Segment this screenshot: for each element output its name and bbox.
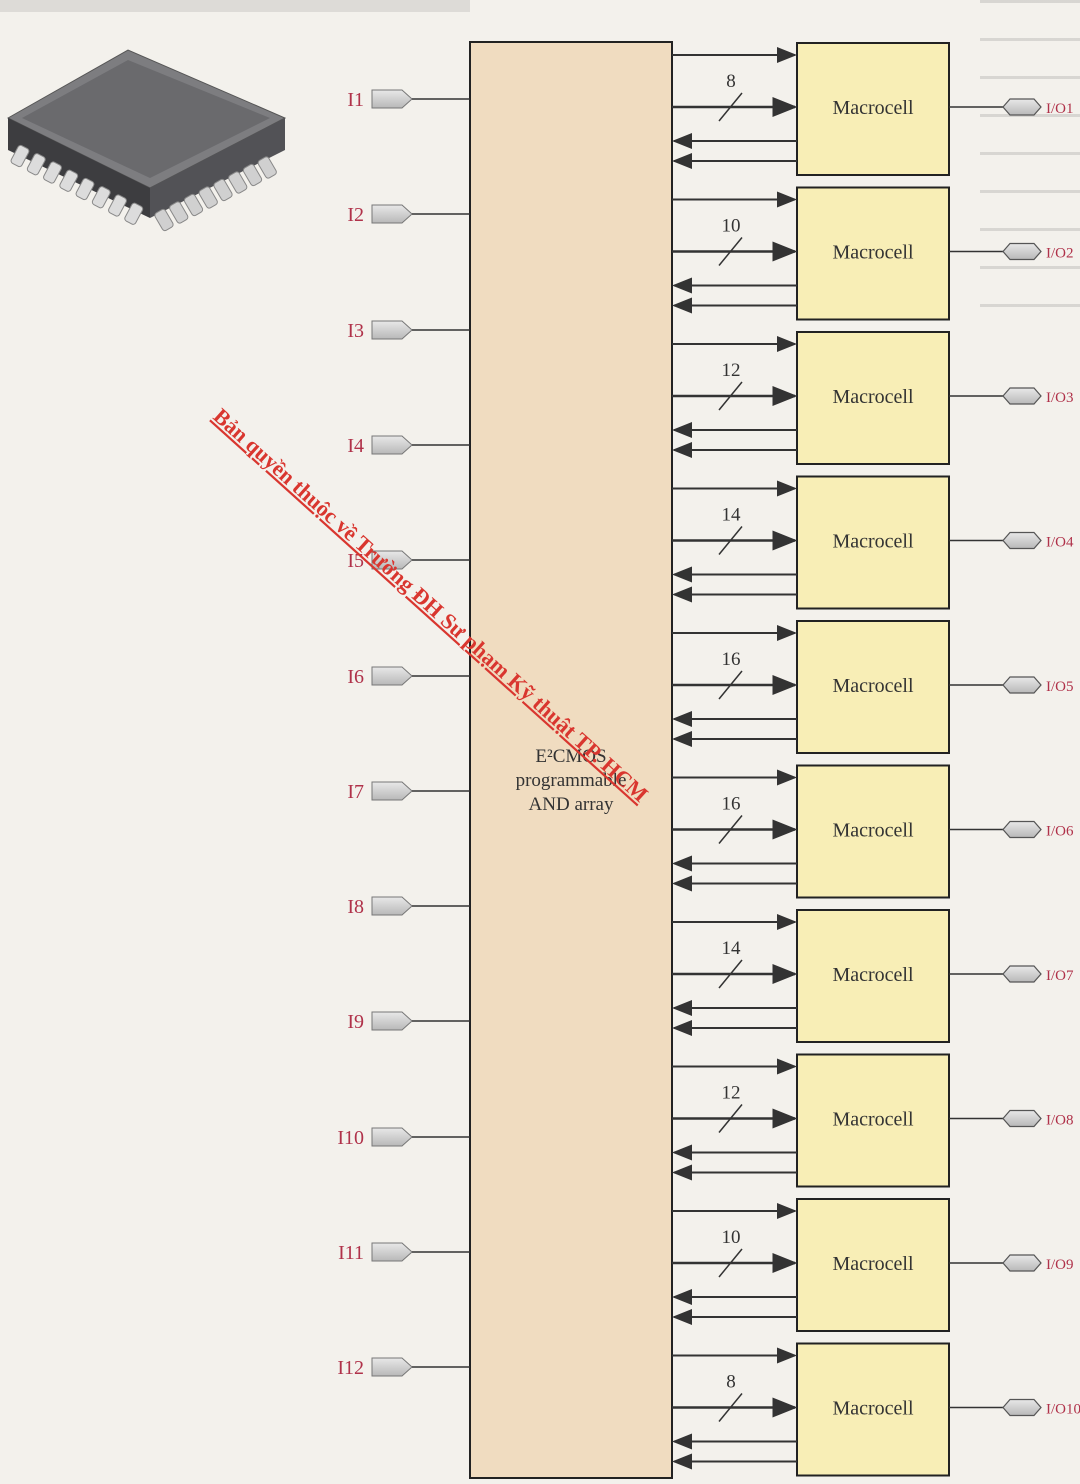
input-pin-label: I8 xyxy=(347,896,364,918)
macrocell-label: Macrocell xyxy=(832,1253,914,1275)
macrocell-label: Macrocell xyxy=(832,97,914,119)
input-pin-icon xyxy=(372,1358,412,1376)
input-pin-icon xyxy=(372,782,412,800)
input-pin-label: I10 xyxy=(337,1127,364,1149)
product-term-count: 8 xyxy=(726,1372,736,1393)
input-pin-icon xyxy=(372,436,412,454)
input-pin-label: I3 xyxy=(347,320,364,342)
io-pin-icon xyxy=(1003,1400,1041,1416)
product-term-count: 12 xyxy=(722,360,741,381)
plcc-chip-icon xyxy=(8,50,285,232)
io-pin-icon xyxy=(1003,1255,1041,1271)
input-pin-icon xyxy=(372,321,412,339)
input-pin-icon xyxy=(372,1243,412,1261)
io-pin-label: I/O1 xyxy=(1046,101,1074,117)
input-pin-label: I9 xyxy=(347,1011,364,1033)
input-pin-label: I12 xyxy=(337,1357,364,1379)
product-term-count: 10 xyxy=(722,1227,741,1248)
io-pin-label: I/O3 xyxy=(1046,390,1074,406)
input-pin-label: I1 xyxy=(347,89,364,111)
io-pin-icon xyxy=(1003,966,1041,982)
input-pin-icon xyxy=(372,667,412,685)
io-pin-icon xyxy=(1003,244,1041,260)
input-pin-icon xyxy=(372,1012,412,1030)
product-term-count: 14 xyxy=(722,505,742,526)
macrocell-label: Macrocell xyxy=(832,675,914,697)
input-pin-icon xyxy=(372,90,412,108)
input-pin-icon xyxy=(372,1128,412,1146)
io-pin-icon xyxy=(1003,677,1041,693)
macrocell-label: Macrocell xyxy=(832,386,914,408)
io-pin-icon xyxy=(1003,533,1041,549)
macrocell-label: Macrocell xyxy=(832,1109,914,1131)
io-pin-icon xyxy=(1003,822,1041,838)
product-term-count: 12 xyxy=(722,1083,741,1104)
io-pin-icon xyxy=(1003,99,1041,115)
io-pin-label: I/O2 xyxy=(1046,246,1074,262)
io-pin-label: I/O4 xyxy=(1046,535,1074,551)
io-pin-label: I/O9 xyxy=(1046,1257,1074,1273)
product-term-count: 14 xyxy=(722,938,742,959)
product-term-count: 16 xyxy=(722,649,741,670)
macrocell-label: Macrocell xyxy=(832,820,914,842)
input-pin-icon xyxy=(372,205,412,223)
input-pin-label: I2 xyxy=(347,204,364,226)
io-pin-label: I/O6 xyxy=(1046,824,1074,840)
io-pin-icon xyxy=(1003,1111,1041,1127)
io-pin-label: I/O8 xyxy=(1046,1113,1074,1129)
input-pin-label: I4 xyxy=(347,435,364,457)
input-pin-label: I6 xyxy=(347,666,364,688)
input-pin-label: I7 xyxy=(347,781,364,803)
macrocell-label: Macrocell xyxy=(832,1398,914,1420)
input-pin-icon xyxy=(372,897,412,915)
product-term-count: 10 xyxy=(722,216,741,237)
product-term-count: 16 xyxy=(722,794,741,815)
io-pin-label: I/O10 xyxy=(1046,1402,1080,1418)
product-term-count: 8 xyxy=(726,71,736,92)
macrocell-label: Macrocell xyxy=(832,531,914,553)
macrocell-label: Macrocell xyxy=(832,964,914,986)
and-array-label-line3: AND array xyxy=(529,794,614,815)
io-pin-icon xyxy=(1003,388,1041,404)
input-pin-label: I11 xyxy=(338,1242,364,1264)
io-pin-label: I/O5 xyxy=(1046,679,1074,695)
macrocell-label: Macrocell xyxy=(832,242,914,264)
io-pin-label: I/O7 xyxy=(1046,968,1074,984)
